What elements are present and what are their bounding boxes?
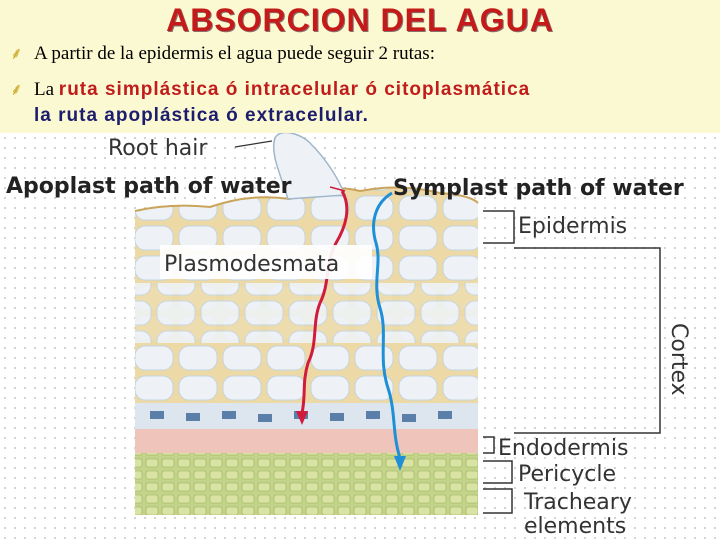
root-hair-leader xyxy=(234,140,273,148)
bullet-2-highlight: ruta simplástica ó intracelular ó citopl… xyxy=(58,79,531,100)
bullet-1-text: A partir de la epidermis el agua puede s… xyxy=(34,43,435,64)
label-cortex: Cortex xyxy=(666,323,691,396)
apoplast-arrowhead xyxy=(296,411,308,425)
symplast-arrowhead xyxy=(394,456,406,471)
label-root-hair: Root hair xyxy=(108,136,208,161)
label-apoplast-path: Apoplast path of water xyxy=(6,174,292,199)
label-endodermis: Endodermis xyxy=(498,436,628,461)
tracheary-band xyxy=(135,453,478,515)
epidermis-bracket xyxy=(483,210,515,244)
label-tracheary-line2: elements xyxy=(524,514,626,539)
apoplast-leader xyxy=(329,186,346,192)
symplast-path xyxy=(372,191,402,459)
label-plasmodesmata: Plasmodesmata xyxy=(164,252,339,277)
slide-header: ABSORCION DEL AGUA ⸙ A partir de la epid… xyxy=(0,0,720,133)
bullet-2-line2: la ruta apoplástica ó extracelular. xyxy=(34,105,369,126)
tracheary-bracket xyxy=(483,488,513,514)
leaf-bullet-icon: ⸙ xyxy=(10,80,23,100)
tissue-block xyxy=(134,131,479,515)
root-diagram: Root hair Apoplast path of water Symplas… xyxy=(6,131,691,539)
leaf-bullet-icon: ⸙ xyxy=(10,44,23,64)
endodermis-bracket xyxy=(483,436,495,454)
apoplast-path xyxy=(300,190,349,414)
label-tracheary-line1: Tracheary xyxy=(523,490,632,515)
plasmodesmata-label-box xyxy=(160,245,372,279)
label-epidermis: Epidermis xyxy=(518,214,627,239)
root-cross-section-figure: Root hair Apoplast path of water Symplas… xyxy=(0,131,720,540)
label-symplast-path: Symplast path of water xyxy=(393,176,684,201)
pericycle-band xyxy=(135,429,478,453)
cortex-bracket xyxy=(514,247,661,434)
label-pericycle: Pericycle xyxy=(518,462,616,487)
slide-title: ABSORCION DEL AGUA xyxy=(166,2,554,38)
cortex-cells-offset xyxy=(135,283,478,343)
root-hair xyxy=(272,131,347,200)
pericycle-bracket xyxy=(483,460,513,484)
bullet-2-prefix: La xyxy=(34,79,59,100)
